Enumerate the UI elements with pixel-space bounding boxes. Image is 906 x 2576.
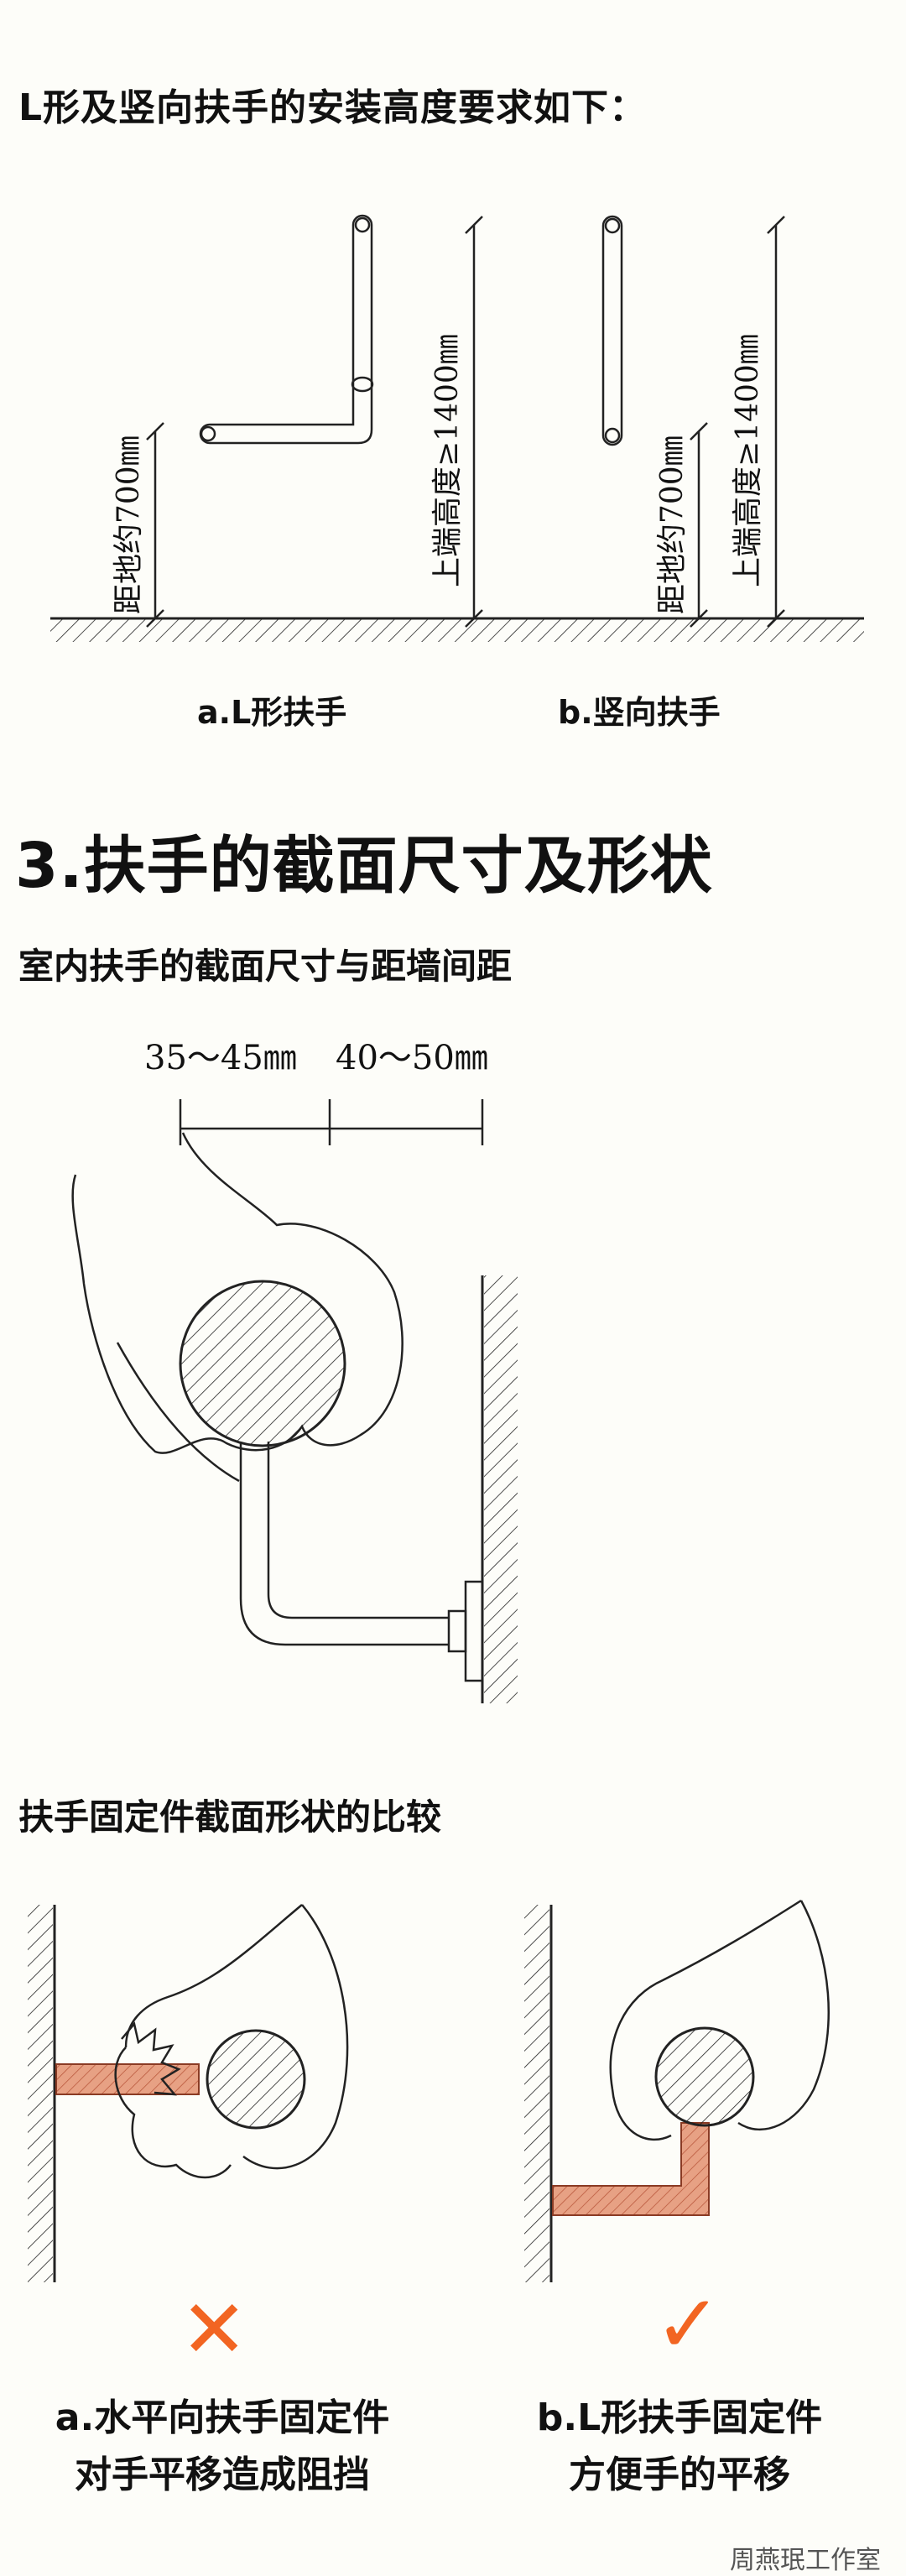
dim-label-2: 40～50㎜ xyxy=(336,1039,488,1077)
vertical-handrail xyxy=(601,215,623,446)
section-title: 3.扶手的截面尺寸及形状 xyxy=(15,830,713,902)
compare-b-line1: b.L形扶手固定件 xyxy=(536,2396,823,2439)
compare-a-fixture xyxy=(55,2063,200,2095)
compare-a-wall xyxy=(28,1905,56,2282)
section-sub2: 扶手固定件截面形状的比较 xyxy=(18,1796,442,1838)
dim-line-a-floor xyxy=(146,422,164,628)
handrail-section xyxy=(179,1280,346,1447)
studio-credit: 周燕珉工作室 xyxy=(730,2546,881,2575)
ground-line xyxy=(50,617,864,642)
compare-b-rail xyxy=(654,2026,755,2127)
compare-a-rail xyxy=(206,2029,306,2130)
bracket xyxy=(239,1442,484,1682)
dim-label-1: 35～45㎜ xyxy=(144,1039,297,1077)
caption-b: b.竖向扶手 xyxy=(558,694,721,731)
cross-icon: ✕ xyxy=(180,2282,248,2376)
compare-b-fixture xyxy=(552,2122,710,2216)
check-icon: ✓ xyxy=(654,2277,722,2371)
wall xyxy=(481,1275,518,1703)
compare-b-hand xyxy=(609,1899,830,2141)
section-sub1: 室内扶手的截面尺寸与距墙间距 xyxy=(18,946,513,987)
intro-heading: L形及竖向扶手的安装高度要求如下： xyxy=(18,86,648,129)
label-a-floor: 距地约700㎜ xyxy=(112,435,146,614)
dim-line-a-top xyxy=(465,216,483,628)
compare-a-line2: 对手平移造成阻挡 xyxy=(75,2453,370,2497)
dim-line-top xyxy=(179,1099,484,1145)
compare-b-wall xyxy=(524,1905,553,2282)
label-b-top: 上端高度≥1400㎜ xyxy=(731,334,765,587)
caption-a: a.L形扶手 xyxy=(197,694,347,731)
compare-a-hand xyxy=(114,1904,349,2179)
compare-b-line2: 方便手的平移 xyxy=(569,2453,790,2497)
dim-line-b-floor xyxy=(690,422,708,628)
label-b-floor: 距地约700㎜ xyxy=(655,435,690,614)
compare-b-caption: b.L形扶手固定件 方便手的平移 xyxy=(503,2390,856,2504)
l-shaped-handrail xyxy=(199,214,374,445)
label-a-top: 上端高度≥1400㎜ xyxy=(430,334,465,587)
compare-a-line1: a.水平向扶手固定件 xyxy=(55,2396,390,2439)
compare-a-caption: a.水平向扶手固定件 对手平移造成阻挡 xyxy=(34,2390,411,2504)
dim-line-b-top xyxy=(767,216,785,628)
